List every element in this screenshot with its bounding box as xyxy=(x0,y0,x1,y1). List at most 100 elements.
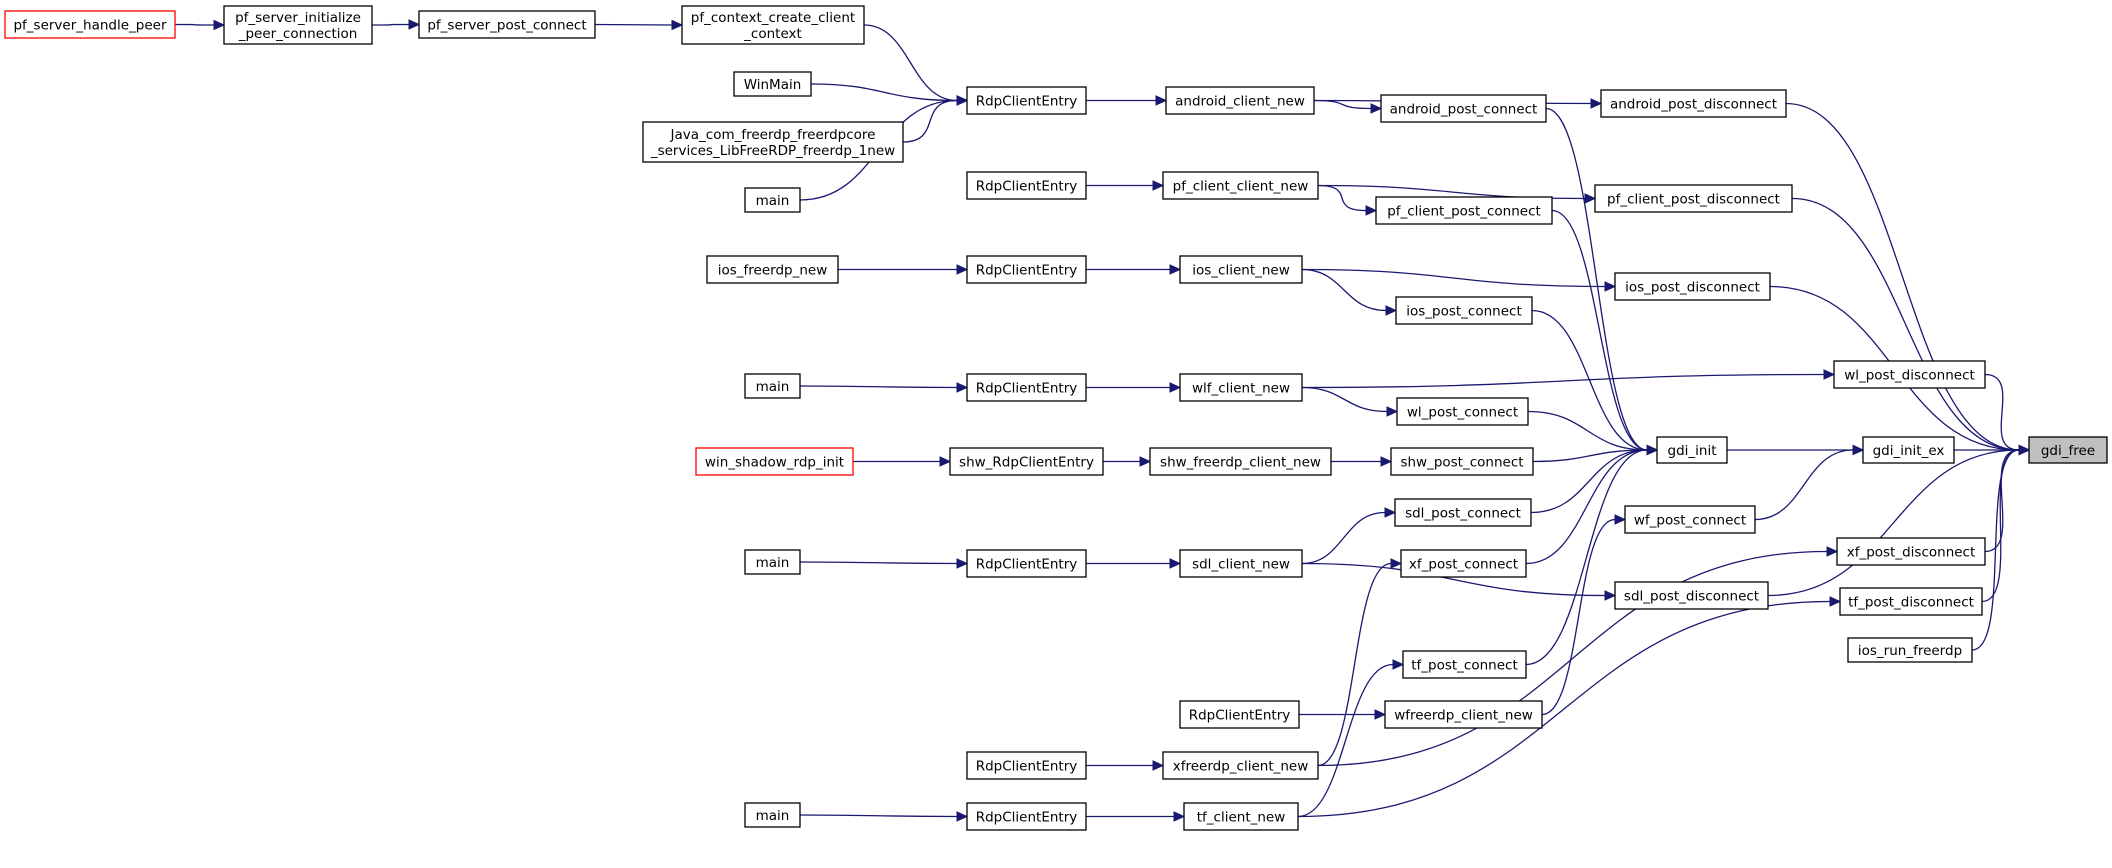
edge-tf-post-connect-to-gdi-init xyxy=(1525,444,1659,666)
node-tf-client-new[interactable]: tf_client_new xyxy=(1183,802,1299,831)
node-label: RdpClientEntry xyxy=(976,759,1078,775)
node-label: xfreerdp_client_new xyxy=(1173,759,1309,775)
node-tf-post-disconnect[interactable]: tf_post_disconnect xyxy=(1839,587,1983,616)
edge-line xyxy=(174,23,215,26)
node-label: ios_run_freerdp xyxy=(1858,643,1962,659)
edge-ios-run-freerdp-to-gdi-free xyxy=(1971,444,2031,651)
node-box xyxy=(1833,360,1986,389)
node-shw-post-connect[interactable]: shw_post_connect xyxy=(1390,447,1534,476)
node-box xyxy=(1384,700,1543,729)
edge-wf-post-connect-to-gdi-init-ex xyxy=(1754,444,1865,521)
node-rdpcliententry-1[interactable]: RdpClientEntry xyxy=(966,86,1087,115)
node-box xyxy=(966,373,1087,402)
node-label: gdi_free xyxy=(2041,443,2095,459)
node-label: RdpClientEntry xyxy=(976,94,1078,110)
node-shw-freerdp-client-new[interactable]: shw_freerdp_client_new xyxy=(1149,447,1332,476)
node-android-post-disconnect[interactable]: android_post_disconnect xyxy=(1600,89,1787,118)
node-xf-post-disconnect[interactable]: xf_post_disconnect xyxy=(1836,537,1986,566)
node-rdpcliententry-5[interactable]: RdpClientEntry xyxy=(966,549,1087,578)
node-label: main xyxy=(756,555,790,571)
node-box xyxy=(966,86,1087,115)
edge-line xyxy=(1301,562,1606,597)
node-rdpcliententry-3[interactable]: RdpClientEntry xyxy=(966,255,1087,284)
node-label: WinMain xyxy=(744,77,802,93)
node-wl-post-connect[interactable]: wl_post_connect xyxy=(1396,397,1529,426)
arrowhead xyxy=(1374,709,1387,720)
node-main-3[interactable]: main xyxy=(744,549,801,575)
edge-shw-freerdp-client-new-to-shw-post-connect xyxy=(1330,456,1393,467)
node-wlf-client-new[interactable]: wlf_client_new xyxy=(1179,373,1303,402)
arrowhead xyxy=(1380,456,1393,467)
edge-line xyxy=(1541,518,1616,716)
node-layer: pf_server_handle_peer pf_server_initializ… xyxy=(4,5,2108,831)
edge-line xyxy=(799,561,958,565)
node-android-post-connect[interactable]: android_post_connect xyxy=(1380,94,1547,123)
node-pf-client-client-new[interactable]: pf_client_client_new xyxy=(1162,171,1319,200)
node-pf-server-initialize-peer-connection[interactable]: pf_server_initialize_peer_connection xyxy=(223,5,373,45)
node-gdi-init[interactable]: gdi_init xyxy=(1656,436,1728,464)
arrowhead xyxy=(1584,193,1597,204)
node-ios-freerdp-new[interactable]: ios_freerdp_new xyxy=(706,255,839,284)
node-winmain[interactable]: WinMain xyxy=(733,71,812,97)
node-pf-context-create-client-context[interactable]: pf_context_create_client_context xyxy=(681,5,865,45)
node-rdpcliententry-4[interactable]: RdpClientEntry xyxy=(966,373,1087,402)
node-rdpcliententry-2[interactable]: RdpClientEntry xyxy=(966,171,1087,200)
node-rdpcliententry-8[interactable]: RdpClientEntry xyxy=(966,802,1087,831)
edge-rdpcliententry-5-to-sdl-client-new xyxy=(1086,558,1182,569)
node-sdl-post-connect[interactable]: sdl_post_connect xyxy=(1394,498,1532,527)
node-java-com-freerdp[interactable]: Java_com_freerdp_freerdpcore_services_Li… xyxy=(642,121,904,163)
node-label: pf_server_initialize xyxy=(235,10,361,26)
edge-rdpcliententry-8-to-tf-client-new xyxy=(1086,811,1186,822)
node-pf-client-post-disconnect[interactable]: pf_client_post_disconnect xyxy=(1594,184,1793,213)
node-wf-post-connect[interactable]: wf_post_connect xyxy=(1624,505,1756,534)
node-wfreerdp-client-new[interactable]: wfreerdp_client_new xyxy=(1384,700,1543,729)
node-android-client-new[interactable]: android_client_new xyxy=(1165,86,1315,115)
node-xf-post-connect[interactable]: xf_post_connect xyxy=(1400,549,1527,578)
node-wl-post-disconnect[interactable]: wl_post_disconnect xyxy=(1833,360,1986,389)
edge-line xyxy=(1785,102,2020,451)
node-label: main xyxy=(756,379,790,395)
edge-line xyxy=(1525,449,1648,565)
node-box xyxy=(733,71,812,97)
node-box xyxy=(1179,373,1303,402)
node-gdi-free[interactable]: gdi_free xyxy=(2028,436,2108,464)
edge-pf-server-handle-peer-to-pf-server-initialize-peer-connection xyxy=(174,19,226,31)
edge-line xyxy=(1525,449,1648,666)
edge-line xyxy=(1317,550,1828,767)
edge-line xyxy=(371,23,410,26)
node-box xyxy=(1400,549,1527,578)
node-sdl-post-disconnect[interactable]: sdl_post_disconnect xyxy=(1614,581,1769,610)
node-label: wl_post_connect xyxy=(1407,405,1518,421)
node-box xyxy=(1162,751,1319,780)
node-rdpcliententry-7[interactable]: RdpClientEntry xyxy=(966,751,1087,780)
node-pf-server-handle-peer[interactable]: pf_server_handle_peer xyxy=(4,10,176,39)
node-box xyxy=(1624,505,1756,534)
edge-rdpcliententry-2-to-pf-client-client-new xyxy=(1085,180,1165,191)
edge-line xyxy=(594,23,673,26)
node-main-2[interactable]: main xyxy=(744,373,801,399)
node-win-shadow-rdp-init[interactable]: win_shadow_rdp_init xyxy=(695,447,854,476)
node-ios-run-freerdp[interactable]: ios_run_freerdp xyxy=(1847,637,1973,663)
node-main-1[interactable]: main xyxy=(744,187,801,213)
node-xfreerdp-client-new[interactable]: xfreerdp_client_new xyxy=(1162,751,1319,780)
edge-xfreerdp-client-new-to-xf-post-disconnect xyxy=(1317,546,1839,767)
node-box xyxy=(1390,447,1534,476)
node-main-4[interactable]: main xyxy=(744,802,801,828)
node-label: wl_post_disconnect xyxy=(1844,368,1975,384)
node-ios-client-new[interactable]: ios_client_new xyxy=(1179,255,1303,284)
node-pf-server-post-connect[interactable]: pf_server_post_connect xyxy=(418,10,596,39)
edge-line xyxy=(1981,449,2020,603)
node-sdl-client-new[interactable]: sdl_client_new xyxy=(1179,549,1303,578)
edge-pf-client-client-new-to-pf-client-post-connect xyxy=(1317,184,1378,216)
node-pf-client-post-connect[interactable]: pf_client_post_connect xyxy=(1375,196,1553,225)
node-ios-post-connect[interactable]: ios_post_connect xyxy=(1395,296,1533,325)
node-ios-post-disconnect[interactable]: ios_post_disconnect xyxy=(1614,272,1771,301)
node-gdi-init-ex[interactable]: gdi_init_ex xyxy=(1862,436,1955,464)
edge-main-3-to-rdpcliententry-5 xyxy=(799,558,969,569)
node-box xyxy=(1847,637,1973,663)
node-box xyxy=(1179,549,1303,578)
node-label: RdpClientEntry xyxy=(1189,708,1291,724)
node-tf-post-connect[interactable]: tf_post_connect xyxy=(1402,650,1527,679)
node-rdpcliententry-6[interactable]: RdpClientEntry xyxy=(1179,700,1300,729)
node-shw-rdpcliententry[interactable]: shw_RdpClientEntry xyxy=(949,447,1104,476)
